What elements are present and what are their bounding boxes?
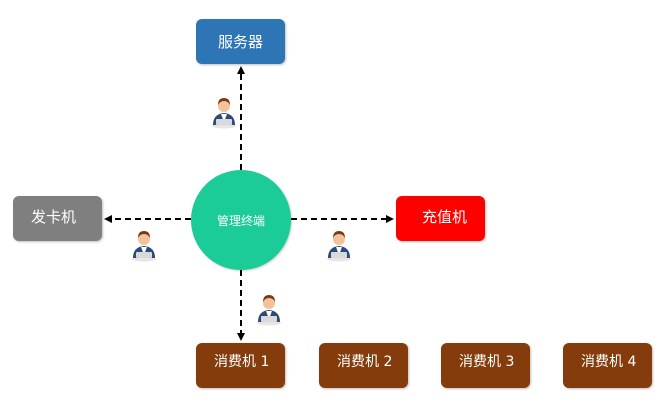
pos-label-4: 消费机 4 [581, 354, 637, 370]
pos-label-2: 消费机 2 [337, 354, 393, 370]
card-issuer-label: 发卡机 [31, 208, 77, 226]
pos-node-3: 消费机 3 [441, 343, 530, 388]
management-terminal-hub: 管理终端 [191, 170, 291, 270]
pos-node-2: 消费机 2 [319, 343, 408, 388]
person-operator-icon [327, 231, 351, 262]
pos-label-1: 消费机 1 [214, 354, 270, 370]
pos-label-3: 消费机 3 [459, 354, 515, 370]
person-operator-icon [212, 98, 236, 129]
recharger-node: 充值机 [396, 196, 485, 241]
server-label: 服务器 [217, 33, 263, 51]
pos-node-4: 消费机 4 [563, 343, 652, 388]
server-node: 服务器 [196, 19, 285, 64]
person-operator-icon [132, 231, 156, 262]
recharger-label: 充值机 [422, 208, 468, 226]
hub-label: 管理终端 [216, 213, 265, 228]
card-issuer-node: 发卡机 [13, 196, 102, 241]
pos-node-1: 消费机 1 [196, 343, 285, 388]
person-operator-icon [257, 295, 281, 326]
